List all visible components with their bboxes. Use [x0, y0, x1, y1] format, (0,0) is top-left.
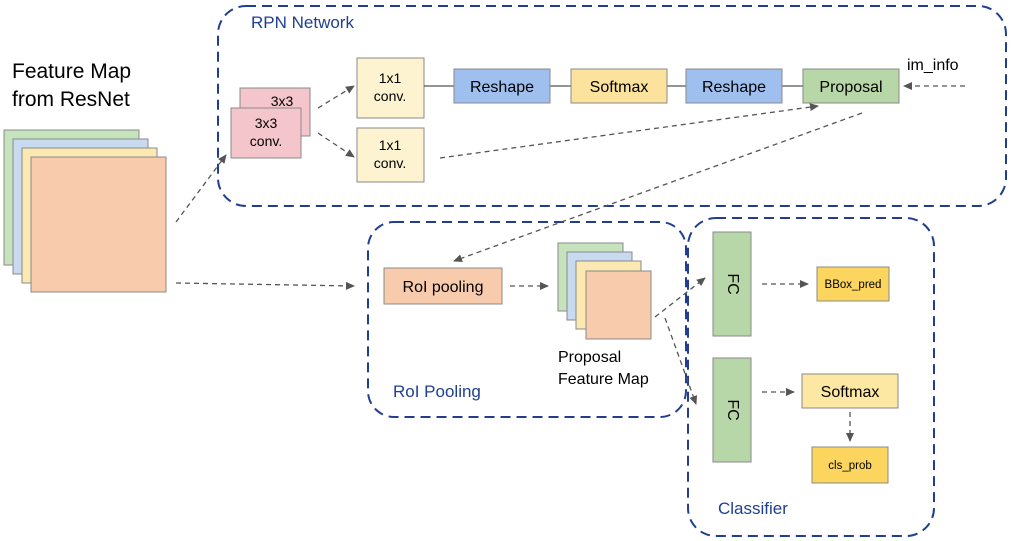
proposal-box: [802, 68, 900, 104]
reshape-1-label: Reshape: [470, 79, 534, 96]
feature-map-stack: [3, 129, 167, 293]
im-info-label: im_info: [907, 57, 959, 74]
arrow-map-to-fc-top: [654, 277, 706, 318]
feature-map-title-line2: from ResNet: [12, 88, 130, 111]
arrow-featuremap-to-rpn: [175, 154, 227, 223]
roi-pooling-label: RoI Pooling: [393, 382, 481, 401]
flow-arrows: [175, 82, 965, 442]
conv1x1-top-label-line2: conv.: [374, 88, 406, 104]
proposal-feature-map-label-line2: Feature Map: [558, 371, 649, 388]
conv1x1-top-box: [356, 57, 425, 119]
bbox-pred-label: BBox_pred: [825, 279, 882, 291]
softmax-rpn-box: [570, 68, 668, 104]
conv1x1-bottom-label-line1: 1x1: [379, 137, 402, 153]
reshape-2-box: [685, 68, 783, 104]
fc-top-box: [712, 231, 752, 337]
proposal-label: Proposal: [819, 79, 882, 96]
feature-layer-salmon: [30, 156, 167, 293]
softmax-cls-label: Softmax: [821, 384, 880, 401]
classifier-label: Classifier: [718, 499, 788, 518]
arrow-conv3x3-to-conv1x1-bottom: [317, 132, 355, 158]
proposal-layer-salmon: [585, 270, 652, 340]
roi-pooling-region: [367, 221, 687, 418]
roi-pooling-box: [383, 267, 503, 305]
reshape-1-box: [453, 68, 551, 104]
softmax-cls-box: [801, 373, 899, 409]
fc-bottom-label: FC: [724, 399, 741, 420]
arrow-conv3x3-to-conv1x1-top: [317, 85, 355, 109]
conv1x1-top-label-line1: 1x1: [379, 70, 402, 86]
arrow-proposal-to-roi: [453, 112, 863, 263]
conv3x3-front-label-line2: conv.: [250, 133, 282, 149]
bbox-pred-box: [816, 266, 890, 302]
proposal-feature-map-label-line1: Proposal: [558, 349, 621, 366]
roi-pooling-box-label: RoI pooling: [403, 279, 484, 296]
proposal-feature-map-stack: [557, 242, 652, 340]
arrow-featuremap-to-roi: [175, 281, 355, 290]
reshape-2-label: Reshape: [702, 79, 766, 96]
classifier-region: [687, 217, 935, 537]
cls-prob-label: cls_prob: [828, 460, 871, 472]
arrow-map-to-fc-bottom: [664, 317, 698, 405]
softmax-rpn-label: Softmax: [590, 79, 649, 96]
rpn-network-label: RPN Network: [251, 13, 354, 32]
fc-top-label: FC: [724, 273, 741, 294]
conv3x3-front-label-line1: 3x3: [255, 115, 278, 131]
feature-map-title-line1: Feature Map: [12, 60, 131, 83]
conv3x3-back-label: 3x3: [271, 93, 294, 109]
arrow-conv1x1-bottom-to-proposal: [439, 103, 819, 159]
fc-bottom-box: [712, 357, 752, 463]
conv3x3-front-box: [230, 107, 302, 159]
cls-prob-box: [811, 446, 889, 484]
conv1x1-bottom-box: [356, 127, 425, 183]
rpn-network-region: [217, 5, 1007, 207]
conv1x1-bottom-label-line2: conv.: [374, 155, 406, 171]
